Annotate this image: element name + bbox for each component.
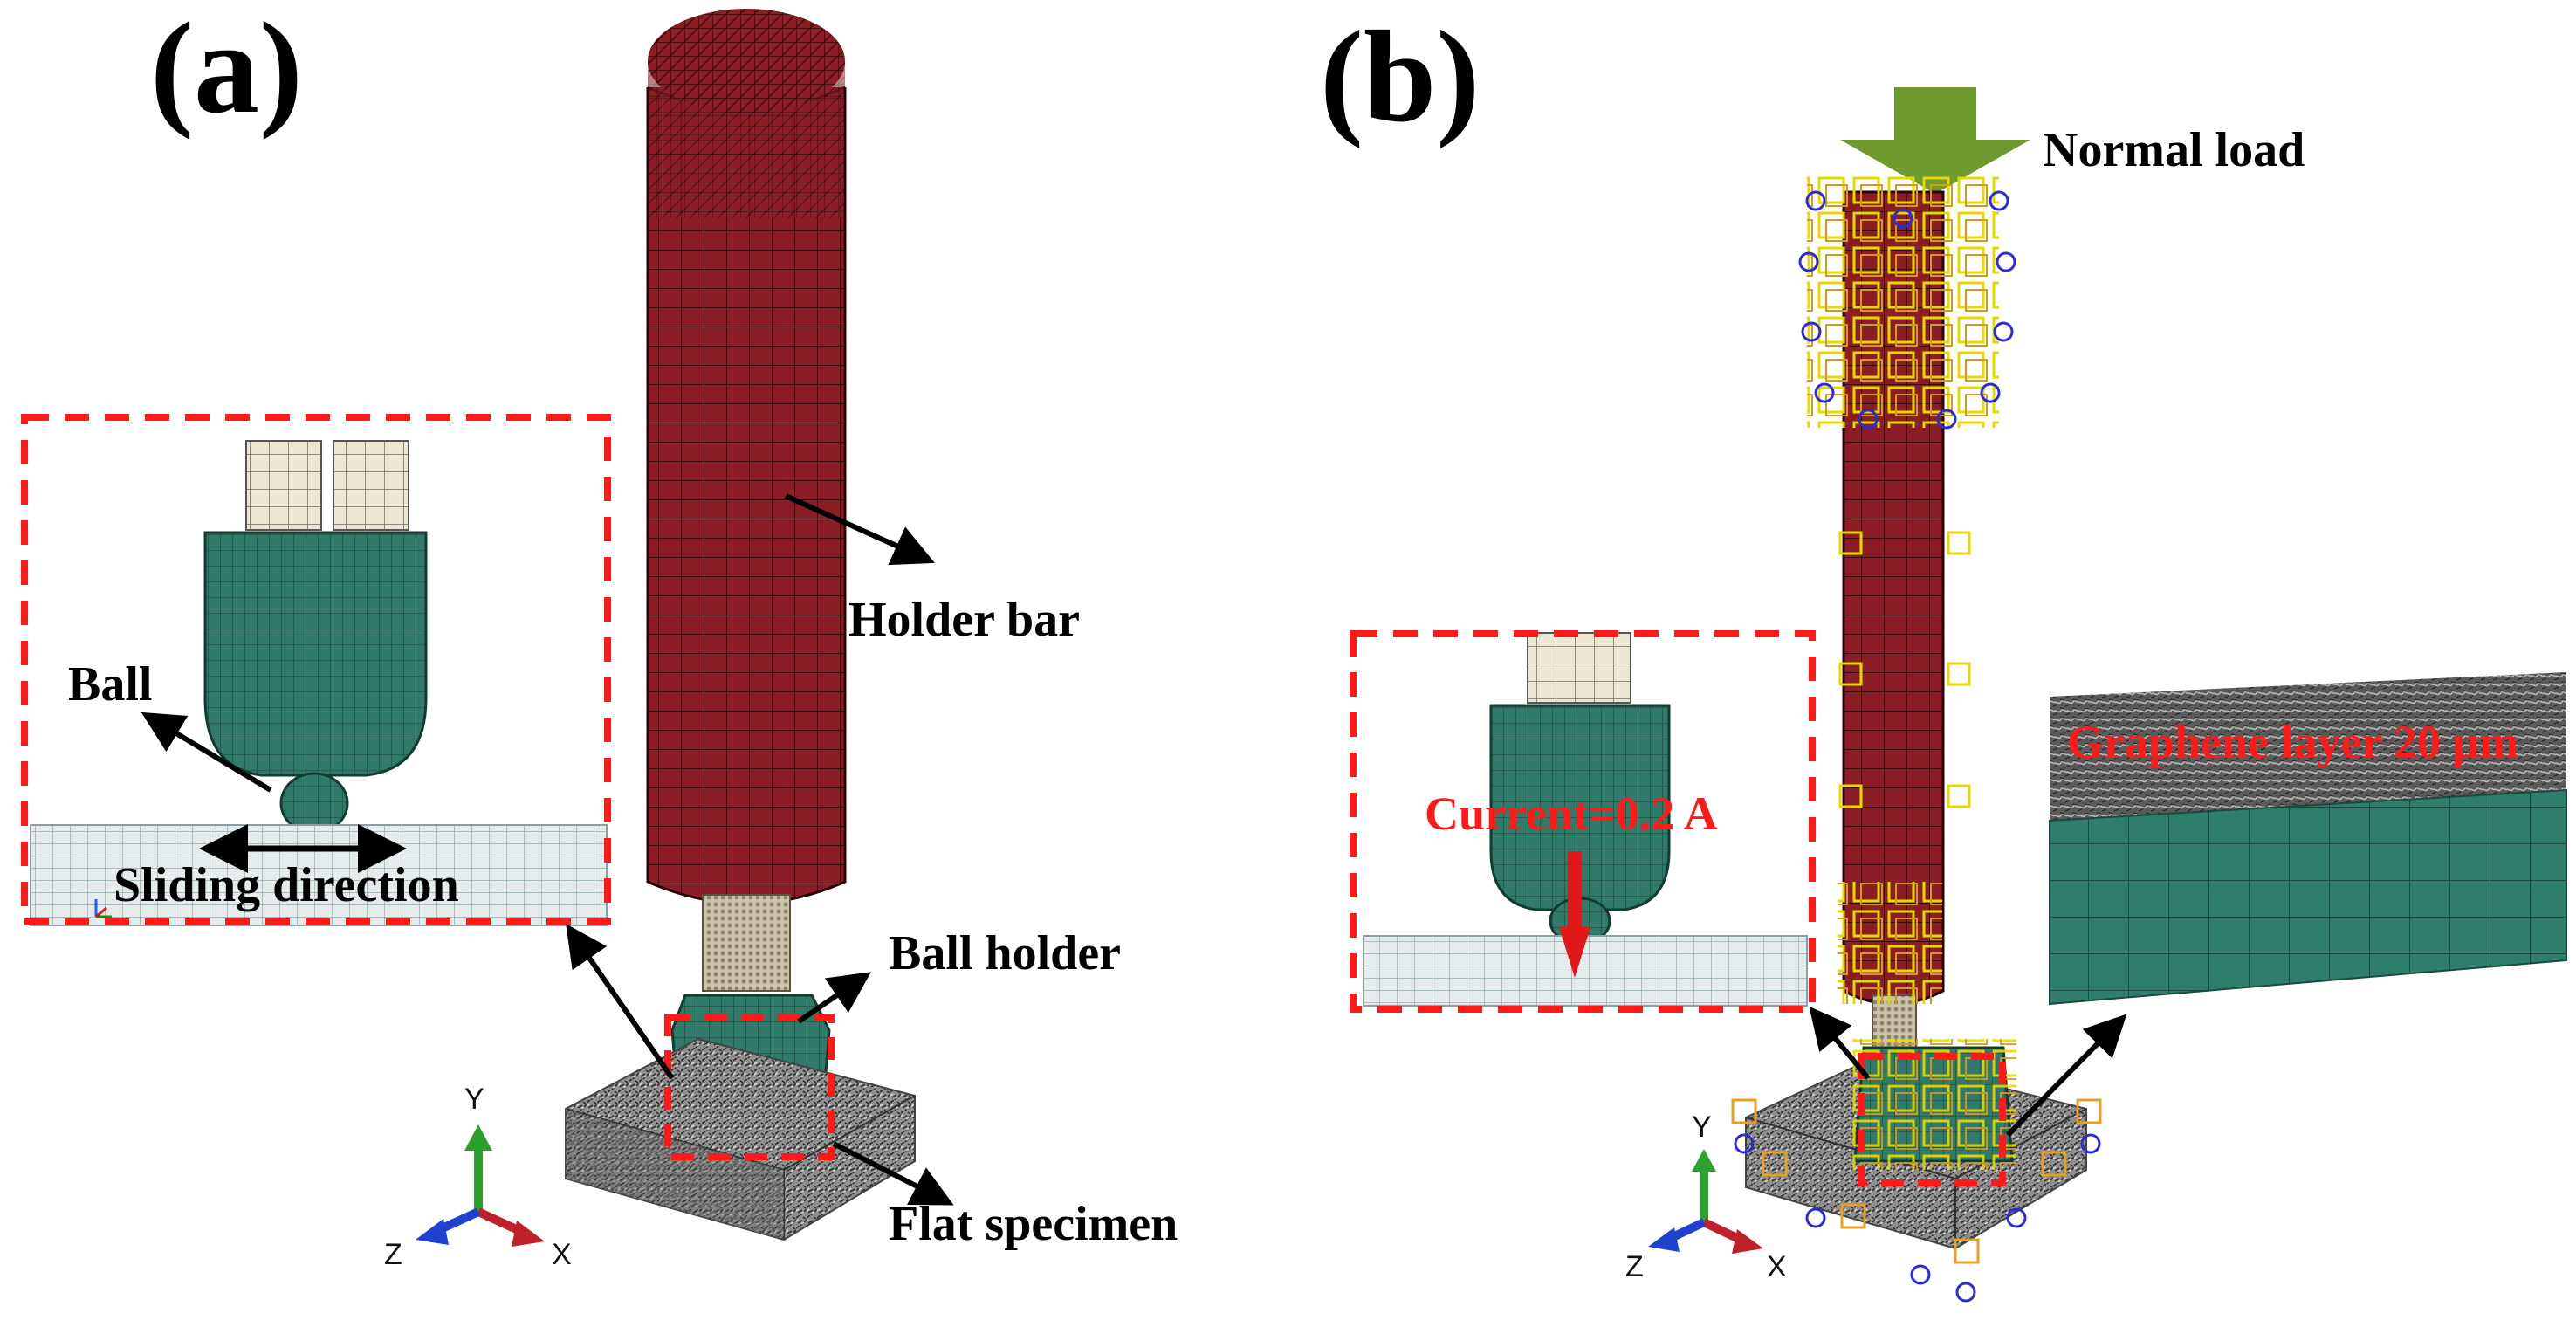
flat-specimen-a	[565, 1037, 916, 1241]
bar-markers	[1838, 531, 1971, 1004]
zoom-box-small-a	[664, 1014, 835, 1160]
holder-bar-callout-arrow	[784, 493, 935, 566]
axis-x-label-b: X	[1767, 1250, 1787, 1283]
panel-b-label: (b)	[1320, 4, 1480, 149]
graphene-layer-label: Graphene layer 20 μm	[2067, 716, 2518, 768]
axis-triad-a: Y Z X	[384, 1083, 572, 1271]
flat-specimen-b	[1745, 1039, 2087, 1250]
ball-callout-arrow	[141, 712, 272, 793]
axis-y-label-a: Y	[464, 1083, 484, 1116]
inset-link-arrow-a	[566, 924, 675, 1080]
bottom-constraints	[1731, 1098, 2102, 1303]
holder-bar-label: Holder bar	[848, 593, 1080, 647]
inset-a	[21, 414, 611, 926]
graphene-inset	[2049, 672, 2567, 1006]
axis-triad-b: Y Z X	[1625, 1111, 1787, 1283]
sliding-direction-label: Sliding direction	[113, 858, 459, 912]
axis-z-label-b: Z	[1625, 1250, 1644, 1283]
normal-load-label: Normal load	[2043, 123, 2305, 177]
panel-b: (b) Normal load	[1320, 4, 2567, 1303]
graphene-link-arrow	[2005, 1014, 2127, 1138]
flat-specimen-label: Flat specimen	[889, 1197, 1178, 1251]
top-constraints	[1798, 175, 2016, 430]
current-label: Current=0.2 A	[1425, 787, 1718, 840]
holder-bar-a	[646, 9, 847, 905]
ball-label: Ball	[68, 657, 152, 712]
inset-link-arrow-b	[1809, 1006, 1871, 1080]
ball-holder-callout-arrow	[797, 972, 871, 1024]
panel-a-label: (a)	[150, 0, 303, 141]
ball-holder-label: Ball holder	[889, 926, 1121, 980]
zoom-box-large-b	[1350, 630, 1816, 1013]
axis-y-label-b: Y	[1692, 1111, 1712, 1144]
panel-a: (a)	[21, 0, 1178, 1271]
zoom-box-small-b	[1858, 1053, 2006, 1186]
inset-b	[1350, 630, 1816, 1013]
zoom-box-large-a	[21, 414, 611, 925]
axis-z-label-a: Z	[384, 1238, 402, 1271]
normal-load-arrow	[1840, 87, 2030, 194]
current-arrow	[1559, 851, 1590, 978]
axis-x-label-a: X	[552, 1238, 572, 1271]
flat-specimen-callout-arrow	[832, 1141, 954, 1206]
